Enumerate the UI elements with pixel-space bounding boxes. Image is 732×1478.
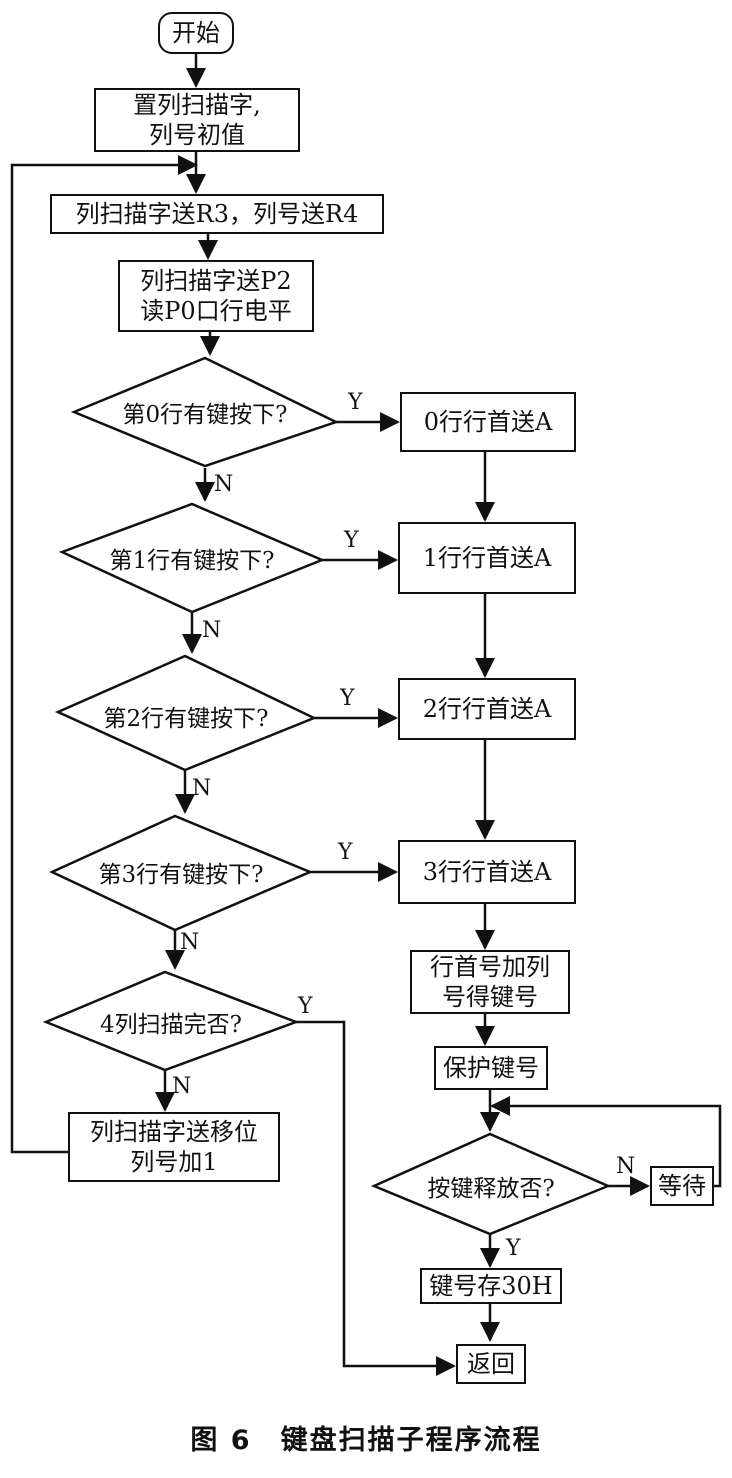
row1-action-box: 1行行首送A [398, 522, 576, 594]
label-release-n: N [616, 1154, 636, 1179]
decision-release [370, 1132, 612, 1236]
label-row1-n: N [202, 618, 222, 643]
connector-scan-yes [296, 1020, 456, 1376]
label-row0-n: N [214, 472, 234, 497]
send-r3r4-box: 列扫描字送R3，列号送R4 [50, 194, 384, 234]
decision-row0 [70, 356, 340, 468]
label-row3-y: Y [338, 840, 353, 865]
decision-scan-done [42, 970, 300, 1072]
label-scan-y: Y [298, 994, 313, 1019]
label-release-y: Y [506, 1236, 521, 1261]
connector-loop-back [10, 155, 198, 1154]
decision-row1 [58, 502, 326, 614]
start-node: 开始 [158, 12, 234, 54]
decision-scan-text: 4列扫描完否? [100, 1012, 242, 1038]
decision-row1-text: 第1行有键按下? [109, 548, 275, 574]
label-row2-n: N [192, 776, 212, 801]
row3-action-box: 3行行首送A [398, 840, 576, 904]
return-box: 返回 [456, 1344, 526, 1384]
decision-row3-text: 第3行有键按下? [98, 862, 264, 888]
shift-box: 列扫描字送移位 列号加1 [68, 1112, 280, 1182]
decision-row2-text: 第2行有键按下? [103, 706, 269, 732]
decision-release-text: 按键释放否? [427, 1176, 555, 1202]
label-scan-n: N [172, 1074, 192, 1099]
connector-wait-loop [490, 1096, 722, 1188]
send-p2-box: 列扫描字送P2 读P0口行电平 [118, 260, 314, 332]
figure-caption: 图 6 键盘扫描子程序流程 [190, 1425, 542, 1456]
decision-row0-text: 第0行有键按下? [122, 402, 288, 428]
decision-row2 [54, 654, 318, 772]
compute-key-box: 行首号加列 号得键号 [410, 950, 570, 1014]
label-row3-n: N [180, 930, 200, 955]
flowchart [10, 54, 722, 1376]
row0-action-box: 0行行首送A [400, 392, 576, 452]
label-row0-y: Y [348, 390, 363, 415]
protect-key-box: 保护键号 [434, 1046, 548, 1090]
row2-action-box: 2行行首送A [398, 678, 576, 740]
label-row2-y: Y [340, 686, 355, 711]
init-box: 置列扫描字, 列号初值 [94, 88, 300, 152]
label-row1-y: Y [344, 528, 359, 553]
wait-box: 等待 [650, 1166, 714, 1206]
decision-row3 [49, 814, 314, 932]
store-key-box: 键号存30H [420, 1268, 562, 1304]
